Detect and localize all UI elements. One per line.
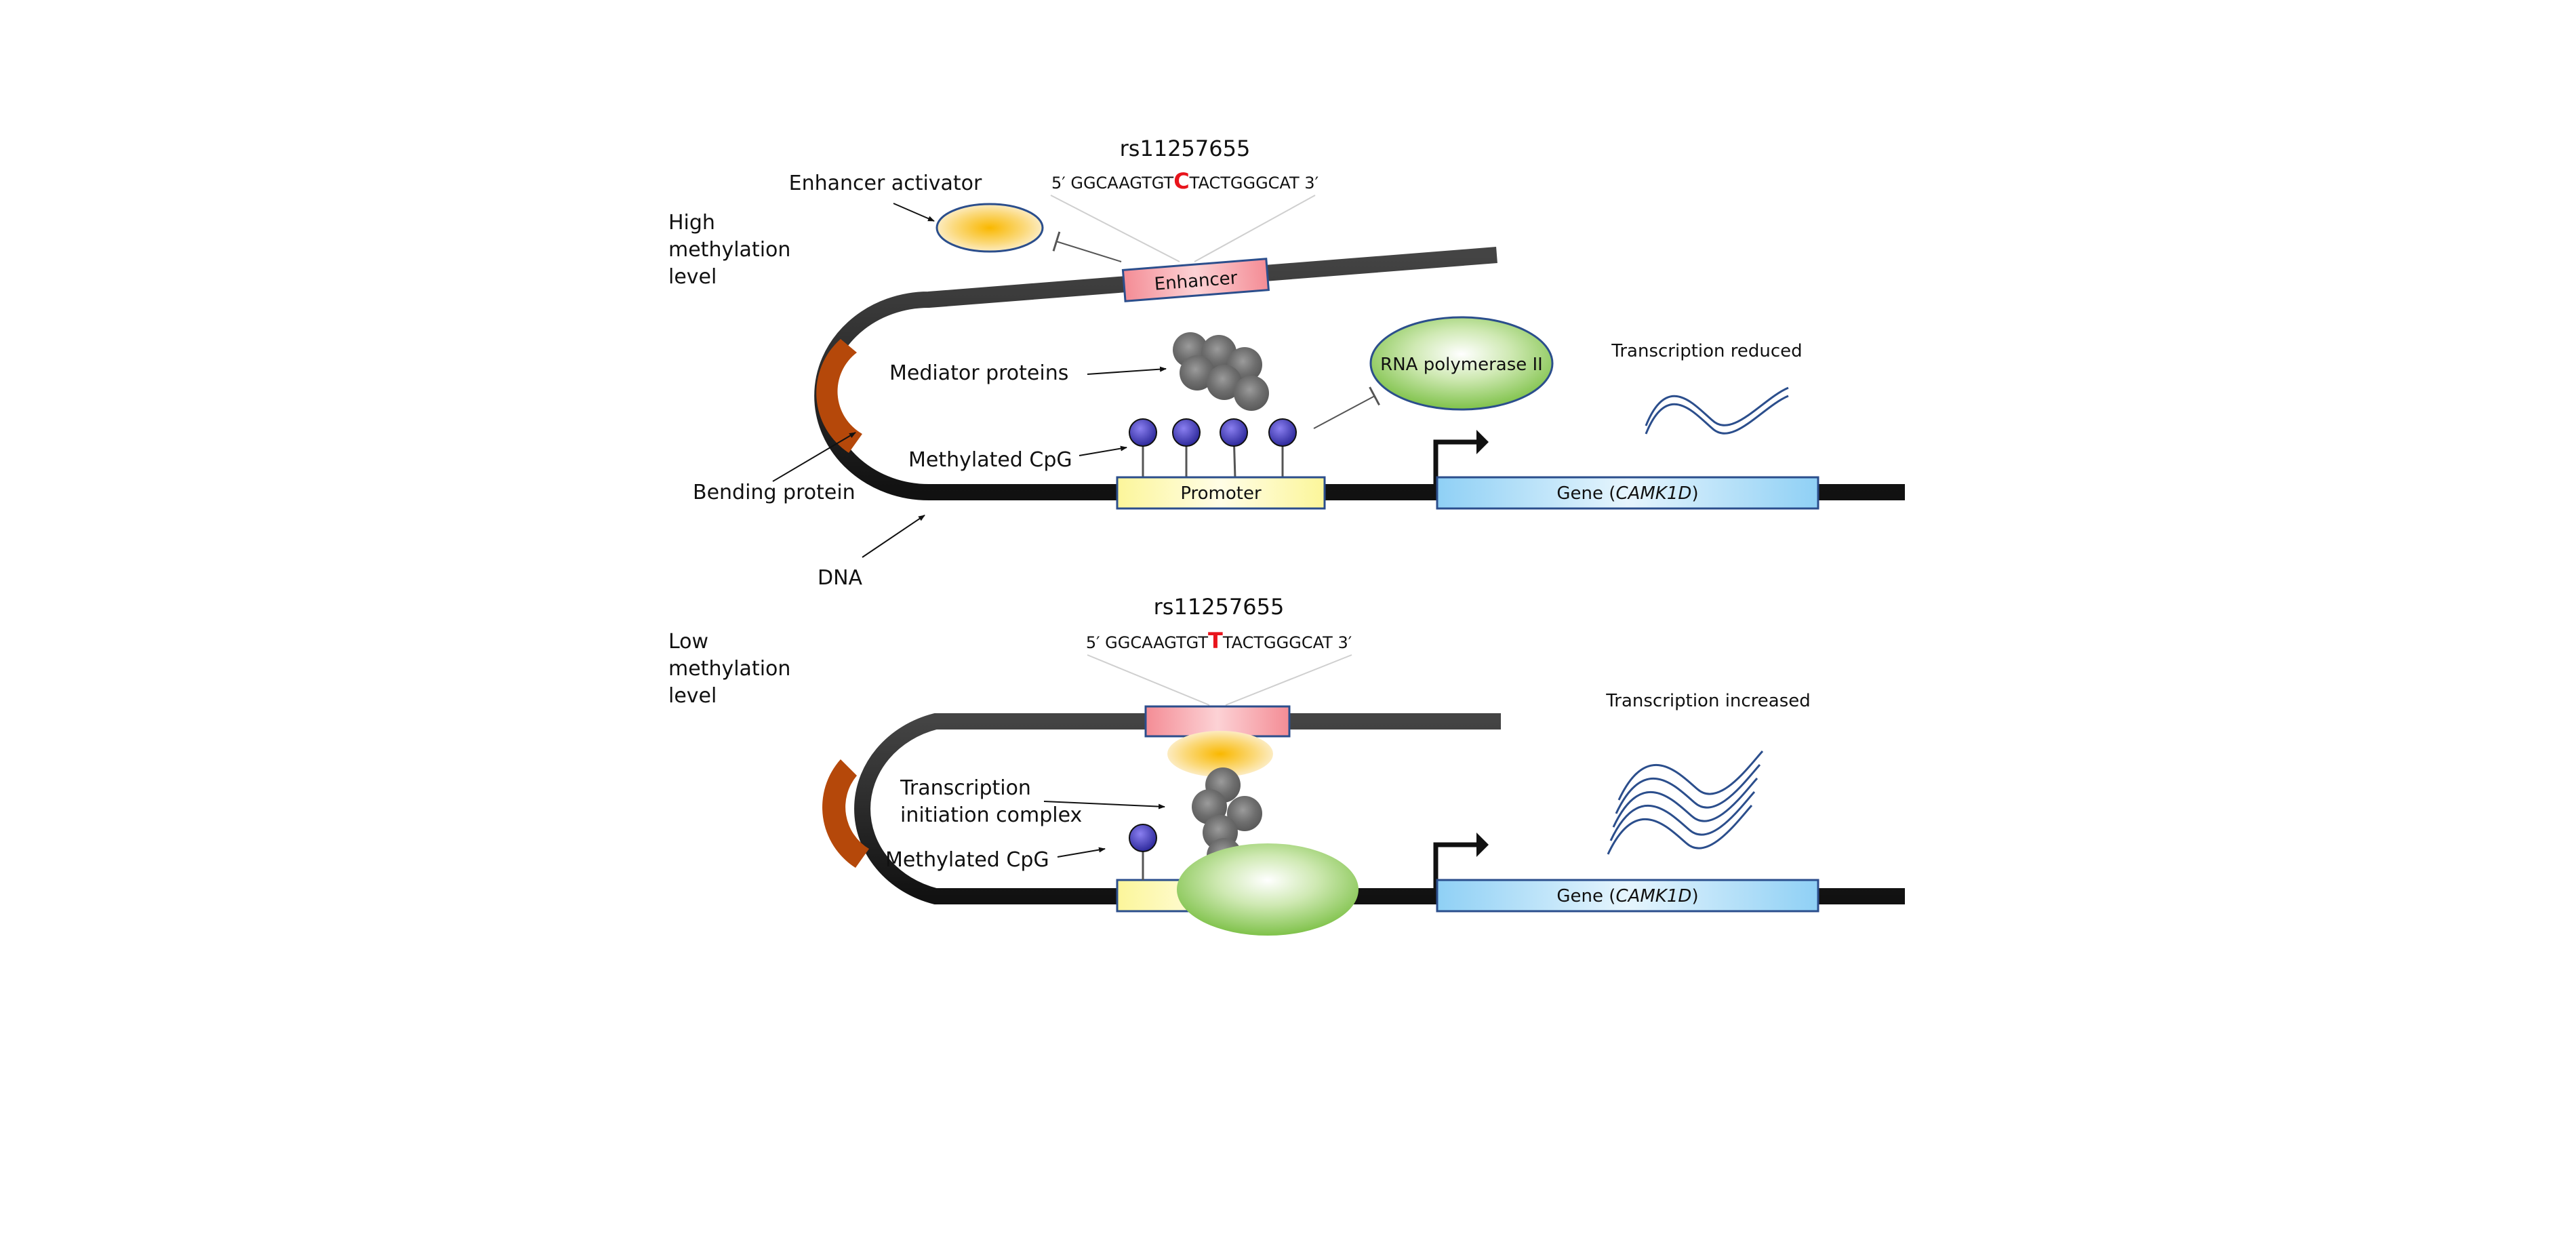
top-seq-prime3: 3′: [1304, 174, 1319, 193]
top-seq-after: TACTGGGCAT: [1189, 174, 1300, 193]
bottom-enhancer-activator: [1167, 731, 1273, 777]
top-enhancer-box: Enhancer: [1121, 258, 1270, 302]
bottom-condition-line3: level: [668, 684, 717, 708]
top-seq-before: GGCAAGTGT: [1070, 174, 1173, 193]
bottom-tic-line2: initiation complex: [900, 803, 1082, 827]
top-mediator-arrow: [1087, 366, 1167, 375]
top-panel: High methylation level rs11257655 5′ GGC…: [668, 136, 1905, 590]
top-activator-inhibit: [1052, 231, 1122, 262]
top-condition-line2: methylation: [668, 238, 790, 262]
top-cpg-arrow: [1079, 445, 1127, 456]
bottom-zoom-line-left: [1087, 654, 1210, 706]
top-gene-suffix: ): [1691, 483, 1698, 504]
top-dna-label: DNA: [818, 566, 863, 590]
bottom-panel: Low methylation level rs11257655 5′ GGCA…: [668, 594, 1905, 936]
top-gene-prefix: Gene (: [1556, 483, 1615, 504]
top-seq-snp: C: [1173, 168, 1189, 194]
top-mediator-4: [1180, 355, 1215, 391]
top-cpg-group: [1129, 418, 1297, 479]
bottom-zoom-line-right: [1225, 654, 1352, 706]
top-zoom-line-right: [1194, 195, 1316, 262]
bottom-gene-prefix: Gene (: [1556, 886, 1615, 906]
bottom-dna-strand: [854, 713, 1905, 904]
top-mediator-label: Mediator proteins: [889, 361, 1068, 385]
bottom-seq-after: TACTGGGCAT: [1222, 633, 1333, 652]
top-dna-arrow: [862, 515, 925, 558]
bottom-mrna-bundle: [1607, 750, 1764, 855]
top-condition-line3: level: [668, 265, 717, 289]
bottom-tss-arrowhead: [1476, 833, 1489, 857]
top-bending-protein-label: Bending protein: [693, 481, 856, 504]
bottom-seq-prime3: 3′: [1337, 633, 1352, 652]
top-enhancer-activator-label: Enhancer activator: [789, 172, 982, 195]
top-tss-arrow: [1433, 439, 1479, 484]
top-condition-line1: High: [668, 211, 715, 235]
top-mediator-cluster: [1173, 332, 1269, 411]
top-mediator-5: [1207, 365, 1242, 400]
top-bending-protein: [816, 339, 862, 453]
top-bending-arrow: [772, 432, 856, 482]
top-rna-polymerase: [1369, 316, 1554, 411]
bottom-rna-polymerase: [1177, 843, 1359, 936]
top-tss-arrowhead: [1476, 430, 1489, 454]
top-gene-box: [1436, 476, 1819, 510]
top-sequence: 5′ GGCAAGTGTCTACTGGGCAT 3′: [1051, 168, 1319, 194]
bottom-sequence: 5′ GGCAAGTGTTTACTGGGCAT 3′: [1086, 628, 1352, 654]
bottom-condition-line1: Low: [668, 630, 708, 654]
top-cpg-4: [1268, 418, 1297, 447]
bottom-transcription-label: Transcription increased: [1605, 691, 1811, 711]
bottom-tic-line1: Transcription: [900, 776, 1031, 800]
top-mrna-1: [1645, 395, 1789, 435]
top-enhancer-rect: [1121, 258, 1270, 302]
bottom-gene-label: Gene (CAMK1D): [1556, 886, 1698, 906]
top-cpg-label: Methylated CpG: [908, 448, 1072, 472]
top-cpg-1: [1129, 418, 1157, 447]
top-promoter-label: Promoter: [1180, 483, 1262, 504]
top-gene-name: CAMK1D: [1615, 483, 1691, 504]
bottom-seq-prime5: 5′: [1086, 633, 1100, 652]
bottom-gene-suffix: ): [1691, 886, 1698, 906]
bottom-tss-arrow: [1433, 842, 1479, 888]
bottom-rs-label: rs11257655: [1154, 594, 1285, 620]
top-promoter-box: [1116, 476, 1326, 510]
top-transcription-label: Transcription reduced: [1611, 341, 1802, 361]
top-cpg-2: [1172, 418, 1201, 447]
bottom-seq-before: GGCAAGTGT: [1105, 633, 1208, 652]
top-rna-polymerase-label: RNA polymerase II: [1380, 355, 1543, 375]
top-mrna-2: [1645, 386, 1789, 426]
top-enhancer-activator: [935, 203, 1044, 253]
bottom-bending-protein: [822, 759, 869, 868]
bottom-cpg-arrow: [1057, 847, 1106, 858]
bottom-seq-snp: T: [1208, 628, 1223, 654]
top-polymerase-inhibit: [1313, 386, 1380, 429]
top-zoom-line-left: [1050, 195, 1180, 262]
top-seq-prime5: 5′: [1051, 174, 1066, 193]
top-rs-label: rs11257655: [1120, 136, 1251, 161]
top-cpg-3: [1220, 418, 1248, 447]
bottom-gene-box: [1436, 879, 1819, 913]
bottom-cpg-label: Methylated CpG: [885, 848, 1049, 872]
bottom-tic-arrow: [1043, 801, 1165, 809]
bottom-gene-name: CAMK1D: [1615, 886, 1691, 906]
top-mediator-6: [1234, 376, 1269, 411]
top-gene-label: Gene (CAMK1D): [1556, 483, 1698, 504]
bottom-cpg-1: [1129, 824, 1157, 852]
bottom-condition-line2: methylation: [668, 657, 790, 681]
top-activator-arrow: [893, 203, 935, 222]
